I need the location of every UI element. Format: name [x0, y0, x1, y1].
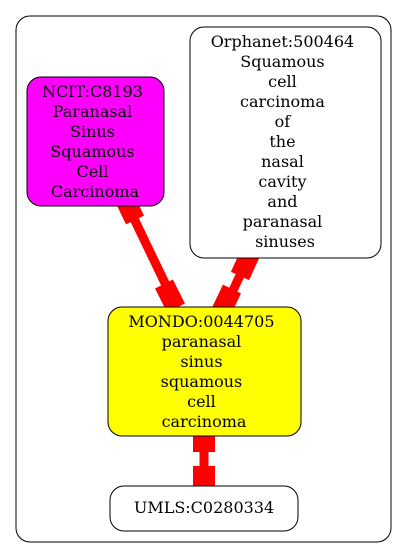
node-orphanet-line: the [269, 132, 295, 151]
node-ncit[interactable]: NCIT:C8193 Paranasal Sinus Squamous Cell… [26, 76, 165, 207]
node-mondo-line: sinus [180, 352, 222, 371]
node-orphanet-line: of [275, 112, 292, 131]
node-mondo-line: carcinoma [162, 412, 247, 431]
cluster-border [15, 15, 392, 543]
node-orphanet-line: and [267, 192, 297, 211]
node-ncit-line: NCIT:C8193 [42, 82, 143, 101]
node-ncit-label: NCIT:C8193 Paranasal Sinus Squamous Cell… [42, 82, 148, 201]
node-mondo-box [107, 306, 302, 437]
node-orphanet-line: cell [268, 72, 297, 91]
node-orphanet-box [189, 26, 382, 259]
edge-ncit-mondo [114, 192, 185, 313]
node-orphanet[interactable]: Orphanet:500464 Squamous cell carcinoma … [189, 26, 382, 259]
node-ncit-line: Sinus [70, 122, 115, 141]
node-orphanet-line: cavity [258, 172, 306, 191]
node-orphanet-line: nasal [261, 152, 304, 171]
node-mondo-line: squamous [161, 372, 243, 391]
node-ncit-line: Carcinoma [51, 182, 140, 201]
nodes-layer: NCIT:C8193 Paranasal Sinus Squamous Cell… [26, 26, 382, 532]
node-orphanet-label: Orphanet:500464 Squamous cell carcinoma … [211, 32, 360, 251]
node-orphanet-line: Orphanet:500464 [211, 32, 355, 51]
node-orphanet-line: paranasal [243, 212, 323, 231]
node-mondo[interactable]: MONDO:0044705 paranasal sinus squamous c… [107, 306, 302, 437]
node-umls[interactable]: UMLS:C0280334 [109, 485, 299, 532]
node-orphanet-line: carcinoma [240, 92, 325, 111]
node-ncit-line: Paranasal [53, 102, 132, 121]
node-mondo-line: paranasal [162, 332, 242, 351]
node-orphanet-line: Squamous [240, 52, 324, 71]
node-mondo-line: MONDO:0044705 [128, 312, 274, 331]
node-ncit-box [26, 76, 165, 207]
node-umls-line: UMLS:C0280334 [134, 498, 274, 517]
edge-ncit-mondo-end-marker [155, 279, 185, 313]
edge-orphanet-mondo [211, 249, 260, 317]
node-umls-label: UMLS:C0280334 [134, 498, 274, 517]
node-umls-box [109, 485, 299, 532]
node-mondo-line: cell [187, 392, 216, 411]
node-mondo-label: MONDO:0044705 paranasal sinus squamous c… [128, 312, 279, 431]
node-orphanet-line: sinuses [255, 232, 315, 251]
node-ncit-line: Cell [76, 162, 108, 181]
node-ncit-line: Squamous [50, 142, 134, 161]
